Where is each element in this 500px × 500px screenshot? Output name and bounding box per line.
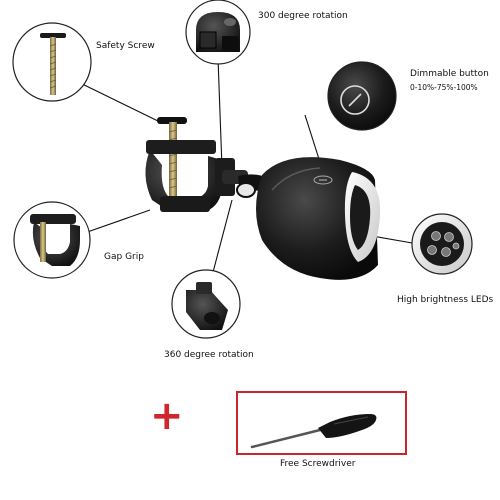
leds-detail	[411, 213, 473, 275]
dimmable-levels-label: 0-10%-75%-100%	[410, 83, 478, 92]
high-brightness-label: High brightness LEDs	[397, 295, 494, 305]
lamp-head	[256, 157, 381, 280]
gap-grip-label: Gap Grip	[104, 252, 144, 262]
safety-screw-label: Safety Screw	[96, 41, 155, 51]
screwdriver-illustration	[250, 414, 377, 449]
plus-sign: +	[150, 393, 184, 439]
rotation-300-label: 300 degree rotation	[258, 11, 348, 21]
rotation-360-detail	[171, 269, 241, 339]
clamp-assembly	[145, 117, 270, 212]
gap-grip-detail	[13, 201, 91, 279]
dimmable-button-label: Dimmable button	[410, 69, 489, 79]
rotation-360-label: 360 degree rotation	[164, 350, 254, 360]
dimmable-button-detail	[327, 61, 397, 131]
screwdriver-frame	[236, 391, 407, 455]
safety-screw-detail	[12, 22, 92, 102]
rotation-300-detail	[185, 0, 251, 65]
free-screwdriver-label: Free Screwdriver	[280, 459, 356, 469]
